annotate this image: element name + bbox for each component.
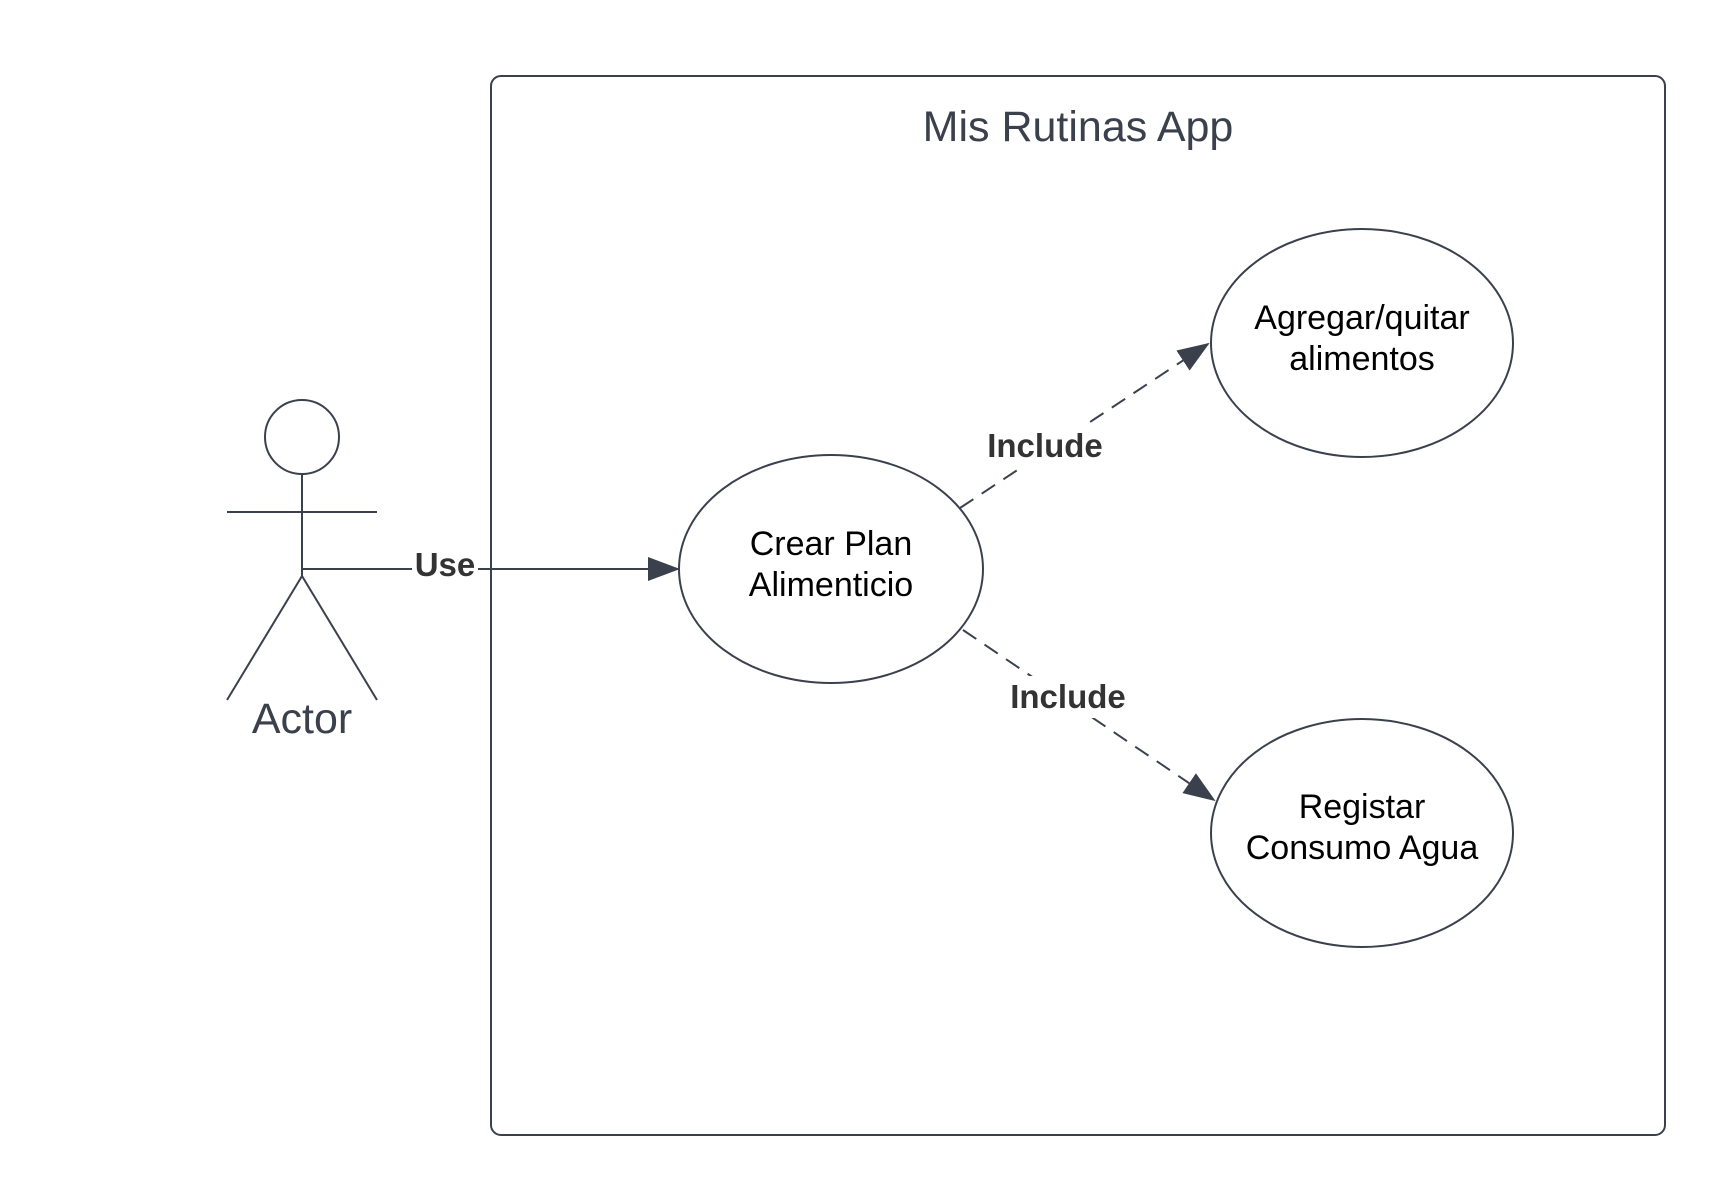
use-case-registar-agua[interactable]: Registar Consumo Agua: [1210, 718, 1514, 948]
actor-left-leg: [226, 575, 303, 701]
actor-label: Actor: [252, 695, 352, 743]
include-top-label: Include: [987, 427, 1103, 464]
use-case-agregar-quitar-line1: Agregar/quitar: [1254, 299, 1469, 337]
include-top-line[interactable]: [959, 342, 1210, 509]
include-top-label-bg: [985, 425, 1103, 467]
actor-right-leg: [301, 575, 378, 701]
use-case-crear-plan[interactable]: Crear Plan Alimenticio: [678, 454, 984, 684]
use-case-crear-plan-ellipse: [678, 454, 984, 684]
system-title: Mis Rutinas App: [923, 103, 1234, 151]
use-label-bg: [412, 545, 478, 585]
use-case-registar-agua-line1: Registar: [1299, 788, 1426, 826]
actor-head: [264, 399, 340, 475]
use-label: Use: [415, 546, 476, 583]
use-case-crear-plan-line1: Crear Plan: [750, 525, 913, 563]
include-bottom-label-bg: [1006, 676, 1130, 718]
include-bottom-label: Include: [1010, 678, 1126, 715]
use-case-agregar-quitar-line2: alimentos: [1289, 340, 1435, 378]
use-case-agregar-quitar[interactable]: Agregar/quitar alimentos: [1210, 228, 1514, 458]
use-case-registar-agua-ellipse: [1210, 718, 1514, 948]
use-case-crear-plan-line2: Alimenticio: [749, 566, 913, 604]
use-case-registar-agua-line2: Consumo Agua: [1246, 829, 1479, 867]
use-case-agregar-quitar-ellipse: [1210, 228, 1514, 458]
system-boundary: [490, 75, 1666, 1136]
actor-figure[interactable]: [226, 399, 378, 701]
